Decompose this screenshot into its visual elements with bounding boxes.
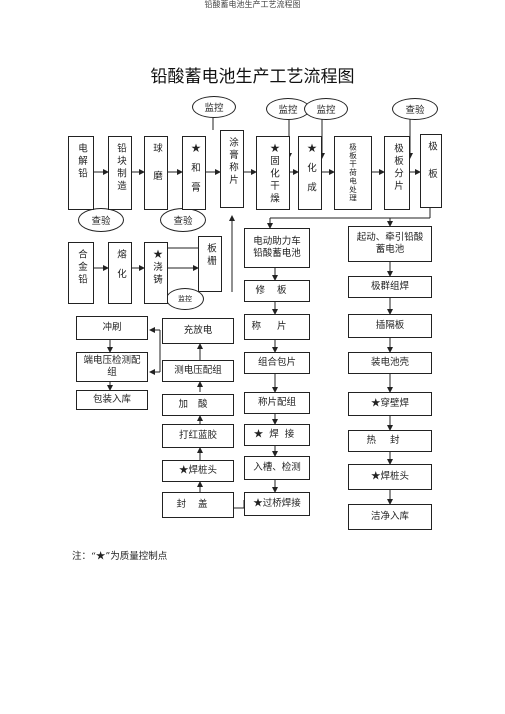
step-alloy-lead: 合金铅 (68, 242, 94, 304)
step-heat-seal: 热封 (348, 430, 432, 452)
step-pack-store: 包装入库 (76, 390, 148, 410)
step-lead-block: 铅块制造 (108, 136, 132, 210)
step-paste-cutting: 涂膏称片 (220, 130, 244, 208)
step-formation: ★化成 (298, 136, 322, 210)
page-header: 铅酸蓄电池生产工艺流程图 (204, 0, 301, 9)
step-install-case: 装电池壳 (348, 352, 432, 374)
page-title: 铅酸蓄电池生产工艺流程图 (150, 67, 355, 87)
step-voltage-match: 测电压配组 (162, 360, 234, 382)
step-plate-group-weld: 极群组焊 (348, 276, 432, 298)
footnote: 注：“★”为质量控制点 (72, 551, 168, 562)
step-weld-post-left: ★焊桩头 (162, 460, 234, 482)
group-ev-battery: 电动助力车铅酸蓄电池 (244, 228, 310, 268)
step-charge-discharge: 充放电 (162, 318, 234, 344)
step-plate-treatment: 极板干荷电处理 (334, 136, 372, 210)
step-add-acid: 加酸 (162, 394, 234, 416)
step-melting: 熔化 (108, 242, 132, 304)
step-rinse: 冲刷 (76, 316, 148, 340)
monitor-oval-3: 监控 (304, 98, 348, 120)
step-terminal-voltage: 端电压检测配组 (76, 352, 148, 382)
monitor-oval-1: 监控 (192, 96, 236, 118)
step-curing-drying: ★固化干燥 (256, 136, 290, 210)
step-slot-inspect: 入槽、检测 (244, 456, 310, 480)
check-oval-2: 查验 (78, 208, 124, 232)
step-red-glue: 打红蓝胶 (162, 424, 234, 448)
step-seal-cover: 封盖 (162, 492, 234, 518)
group-start-traction: 起动、牵引铅酸蓄电池 (348, 226, 432, 262)
step-trim-plate: 修板 (244, 280, 310, 302)
step-welding: ★焊接 (244, 424, 310, 446)
step-clean-store: 洁净入库 (348, 504, 432, 530)
step-weigh-plate: 称片 (244, 314, 310, 340)
step-electrolytic-lead: 电解铅 (68, 136, 94, 210)
step-bridge-weld: ★过桥焊接 (244, 492, 310, 516)
step-wall-weld: ★穿壁焊 (348, 392, 432, 416)
step-grid: 板栅 (198, 236, 222, 292)
check-oval-3: 查验 (160, 208, 206, 232)
step-combine-pack: 组合包片 (244, 352, 310, 374)
step-weld-post-right: ★焊桩头 (348, 464, 432, 490)
step-plate-split: 极板分片 (384, 136, 410, 210)
step-mixing-paste: ★和膏 (182, 136, 206, 210)
step-ball-mill: 球磨 (144, 136, 168, 210)
step-weigh-group: 称片配组 (244, 392, 310, 414)
step-plate: 极板 (420, 134, 442, 208)
check-oval-1: 查验 (392, 98, 438, 120)
step-insert-separator: 插隔板 (348, 314, 432, 338)
step-casting: ★浇铸 (144, 242, 168, 304)
